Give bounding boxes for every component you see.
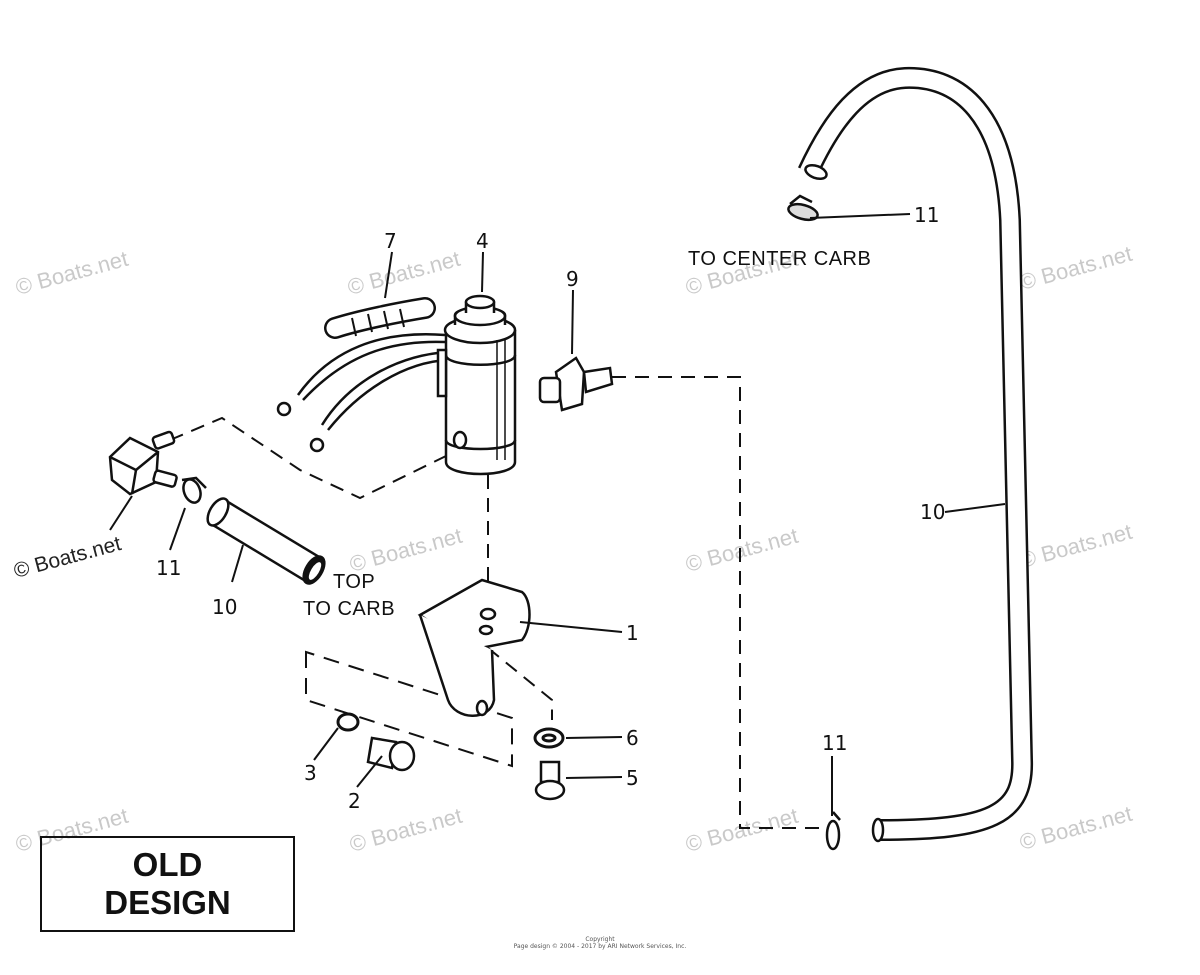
elbow-fitting-left [108, 430, 178, 496]
watermark: © Boats.net [683, 523, 801, 577]
leader-lines [109, 213, 1006, 816]
label-to-carb: TO CARB [303, 598, 395, 620]
callout-11-bottom: 11 [822, 731, 847, 755]
callout-11-top: 11 [914, 203, 939, 227]
badge-line-1: OLD [132, 846, 203, 883]
elbow-fitting-right [538, 356, 614, 412]
wire-leads [276, 333, 449, 453]
watermark: © Boats.net [345, 246, 463, 300]
callout-3: 3 [304, 761, 317, 785]
hose-clamp-top [787, 194, 819, 222]
copyright-line-1: Copyright [585, 936, 615, 943]
callout-9: 9 [566, 267, 579, 291]
watermark: © Boats.net [11, 532, 123, 583]
watermark: © Boats.net [13, 246, 131, 300]
watermark: © Boats.net [683, 803, 801, 857]
watermark: © Boats.net [1017, 241, 1135, 295]
lock-washer-left [336, 712, 360, 732]
watermark: © Boats.net [347, 523, 465, 577]
callout-10-right: 10 [920, 500, 945, 524]
watermark: © Boats.net [1017, 519, 1135, 573]
short-fuel-hose [206, 497, 326, 585]
old-design-badge: OLD DESIGN [40, 836, 295, 932]
callout-1: 1 [626, 621, 639, 645]
callout-6: 6 [626, 726, 639, 750]
callout-11-left: 11 [156, 556, 181, 580]
copyright-line-2: Page design © 2004 - 2017 by ARI Network… [513, 943, 687, 950]
callout-2: 2 [348, 789, 361, 813]
badge-line-2: DESIGN [104, 884, 231, 921]
routing-dashes [169, 376, 828, 829]
long-fuel-hose [798, 66, 1034, 843]
callout-10-left: 10 [212, 595, 237, 619]
wire-sleeve [324, 297, 436, 339]
label-to-center-carb: TO CENTER CARB [688, 248, 871, 270]
hose-clamp-bottom [825, 811, 841, 851]
watermark: © Boats.net [347, 803, 465, 857]
hose-clamp-left [181, 476, 207, 504]
callout-4: 4 [476, 229, 489, 253]
callout-7: 7 [384, 229, 397, 253]
label-top: TOP [333, 571, 375, 593]
mounting-bracket [417, 578, 531, 717]
watermark: © Boats.net [1017, 801, 1135, 855]
screw-right [534, 760, 566, 801]
callout-5: 5 [626, 766, 639, 790]
lock-washer-right [533, 727, 565, 749]
screw-left [366, 736, 416, 772]
solenoid [436, 294, 517, 476]
